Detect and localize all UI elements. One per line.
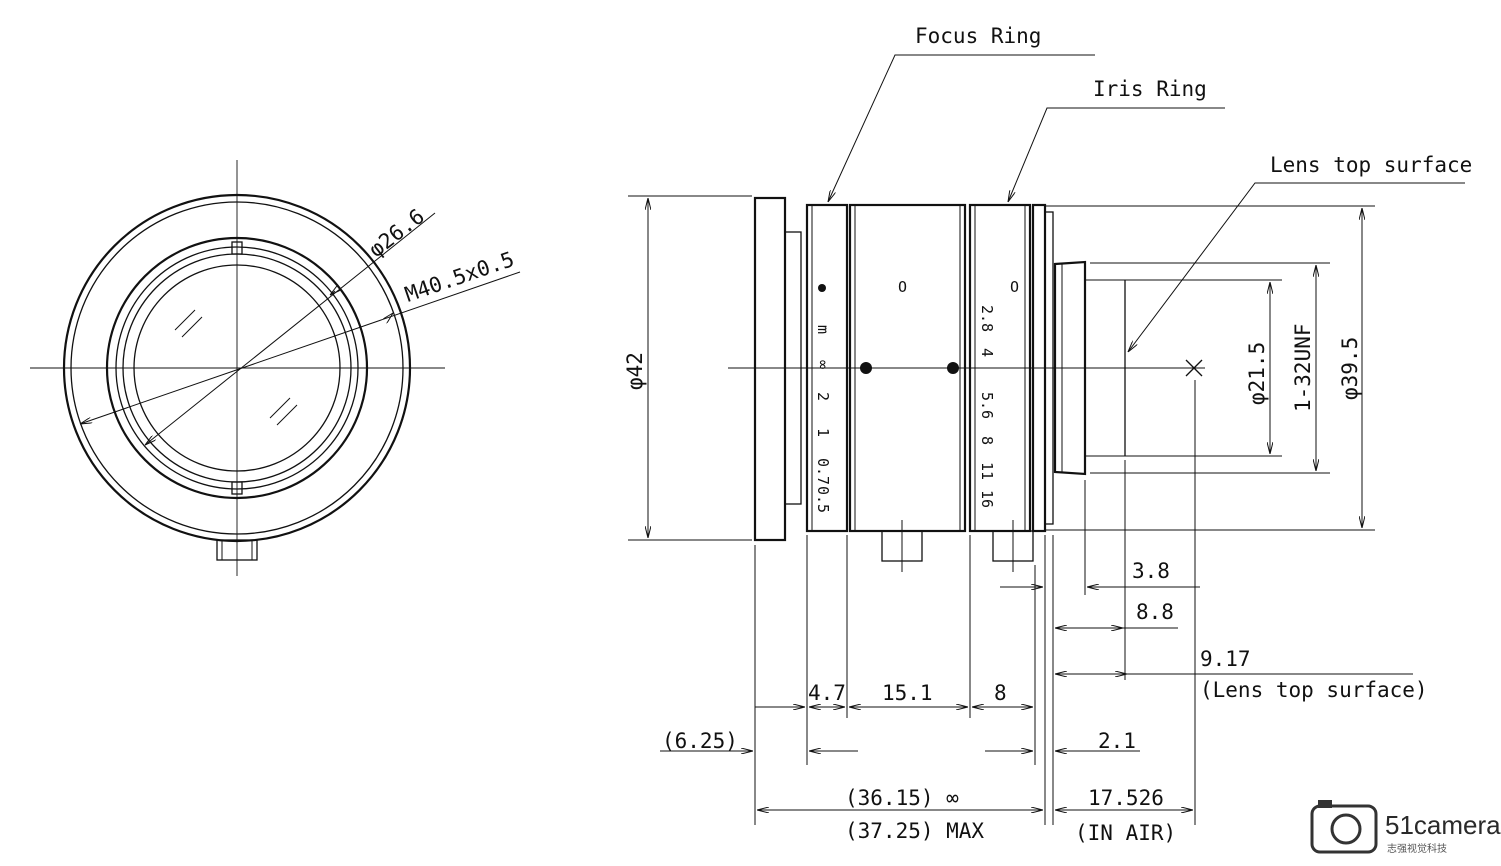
side-view: O O m ∞ 2 1 0.7 0.5 2.8 4 5.6 8 11 16 φ4… xyxy=(623,24,1472,845)
focus-scale-4: 0.7 xyxy=(814,458,832,485)
iris-scale-0: 2.8 xyxy=(978,305,996,332)
front-mount-thread: M40.5x0.5 xyxy=(402,247,517,307)
iris-scale: 2.8 4 5.6 8 11 16 xyxy=(978,305,996,508)
watermark-brand: 51camera xyxy=(1385,810,1501,840)
dim-8-8: 8.8 xyxy=(1136,600,1174,624)
dim-15-1: 15.1 xyxy=(882,681,933,705)
label-lens-top-surface: Lens top surface xyxy=(1270,153,1472,177)
dim-2-1: 2.1 xyxy=(1098,729,1136,753)
focus-scale-1: ∞ xyxy=(814,360,832,369)
dim-36-15: (36.15) ∞ xyxy=(845,786,959,810)
iris-scale-2: 5.6 xyxy=(978,392,996,419)
dim-phi-42: φ42 xyxy=(623,352,647,390)
dim-4-7: 4.7 xyxy=(808,681,846,705)
front-phi-26-6: φ26.6 xyxy=(364,204,429,262)
camera-logo-icon xyxy=(1310,800,1378,854)
watermark-subtitle: 志强视觉科技 xyxy=(1387,842,1447,855)
svg-text:O: O xyxy=(898,278,907,296)
dim-phi-39-5: φ39.5 xyxy=(1338,337,1362,400)
dim-17-526: 17.526 xyxy=(1088,786,1164,810)
dim-9-17: 9.17 xyxy=(1200,647,1251,671)
dim-37-25: (37.25) MAX xyxy=(845,819,984,843)
iris-scale-1: 4 xyxy=(978,348,996,357)
focus-scale-5: 0.5 xyxy=(814,486,832,513)
focus-scale: m ∞ 2 1 0.7 0.5 xyxy=(814,325,832,513)
label-focus-ring: Focus Ring xyxy=(915,24,1041,48)
label-iris-ring: Iris Ring xyxy=(1093,77,1207,101)
front-view: φ26.6 M40.5x0.5 xyxy=(30,160,521,576)
focus-scale-0: m xyxy=(814,325,832,334)
focus-scale-3: 1 xyxy=(814,428,832,437)
watermark: 51camera 志强视觉科技 xyxy=(1310,800,1501,855)
dim-3-8: 3.8 xyxy=(1132,559,1170,583)
dim-lens-top-note: (Lens top surface) xyxy=(1200,678,1428,702)
dim-phi-21-5: φ21.5 xyxy=(1245,342,1269,405)
dim-in-air: (IN AIR) xyxy=(1075,821,1176,845)
dim-8: 8 xyxy=(994,681,1007,705)
dim-6-25: (6.25) xyxy=(662,729,738,753)
dim-thread: 1-32UNF xyxy=(1291,323,1315,412)
iris-scale-3: 8 xyxy=(978,436,996,445)
svg-text:O: O xyxy=(1010,278,1019,296)
focus-scale-2: 2 xyxy=(814,392,832,401)
iris-scale-4: 11 xyxy=(978,462,996,480)
iris-scale-5: 16 xyxy=(978,490,996,508)
